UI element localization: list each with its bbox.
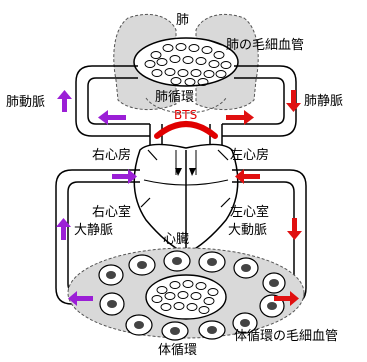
red-arrow-pulmonary-vein bbox=[286, 90, 301, 112]
red-arrow-aorta bbox=[287, 218, 302, 240]
bts-label: BTS bbox=[174, 109, 197, 121]
left-atrium-label: 左心房 bbox=[230, 149, 269, 162]
bts-shunt bbox=[157, 124, 215, 136]
systemic-tissue bbox=[68, 248, 304, 340]
pulmonary-capillary-bed bbox=[134, 38, 238, 86]
purple-arrow-pulmonary-left bbox=[98, 110, 126, 125]
systemic-capillary-label: 体循環の毛細血管 bbox=[234, 330, 338, 343]
vena-cava-label: 大静脈 bbox=[74, 224, 113, 237]
heart-label: 心臓 bbox=[163, 233, 189, 246]
right-ventricle-label: 右心室 bbox=[92, 206, 131, 219]
right-atrium-label: 右心房 bbox=[92, 149, 131, 162]
systemic-circulation-label: 体循環 bbox=[158, 344, 197, 357]
pulmonary-circulation-label: 肺循環 bbox=[155, 91, 194, 104]
pulmonary-capillary-label: 肺の毛細血管 bbox=[226, 39, 304, 52]
purple-arrow-pulmonary-artery bbox=[57, 90, 72, 112]
red-arrow-pulmonary-right bbox=[226, 110, 254, 125]
lung-label: 肺 bbox=[176, 14, 189, 27]
left-ventricle-label: 左心室 bbox=[230, 206, 269, 219]
aorta-label: 大動脈 bbox=[228, 224, 267, 237]
pulmonary-vein-label: 肺静脈 bbox=[304, 95, 343, 108]
pulmonary-artery-label: 肺動脈 bbox=[6, 96, 45, 109]
